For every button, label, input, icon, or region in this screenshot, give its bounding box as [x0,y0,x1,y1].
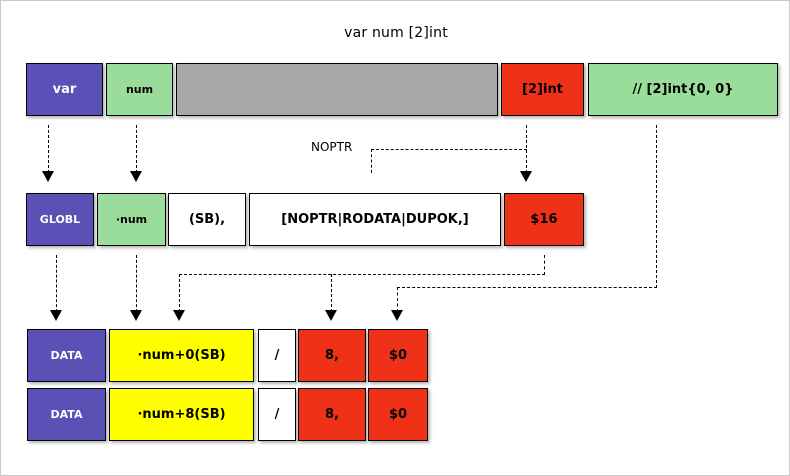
data-row-1-value-box: $0 [368,388,428,441]
globl-size-label: $16 [530,212,558,227]
arrowhead-symbol-to-data-symbol [130,310,142,321]
decl-name-label: num [125,83,154,96]
decl-type-box: [2]int [501,63,584,116]
connector-comment-horizontal [397,287,657,288]
decl-comment-label: // [2]int{0, 0} [632,82,734,97]
data-row-1-symbol-label: ·num+8(SB) [137,407,226,422]
data-row-0-value-box: $0 [368,329,428,382]
data-row-0-slash-label: / [274,348,280,363]
data-row-1-value-label: $0 [388,407,408,422]
connector-size-drop [544,255,545,275]
data-row-1-slash-label: / [274,407,280,422]
data-row-1-directive-box: DATA [27,388,106,441]
globl-symbol-box: ·num [97,193,166,246]
data-row-0-directive-box: DATA [27,329,106,382]
decl-blank-box [176,63,498,116]
arrowhead-size-to-width [325,310,337,321]
connector-symbol-to-data-symbol [136,255,137,312]
globl-flags-box: [NOPTR|RODATA|DUPOK,] [249,193,501,246]
connector-noptr-horizontal [371,149,527,150]
globl-flags-label: [NOPTR|RODATA|DUPOK,] [281,212,469,227]
globl-base-box: (SB), [168,193,246,246]
data-row-1-width-box: 8, [298,388,366,441]
data-row-1-directive-label: DATA [50,408,83,421]
data-row-1-symbol-box: ·num+8(SB) [109,388,254,441]
connector-name-to-symbol [136,125,137,173]
decl-name-box: num [106,63,173,116]
arrowhead-globl-to-data [50,310,62,321]
decl-keyword-label: var [52,82,77,97]
data-row-0-slash-box: / [258,329,296,382]
data-row-0-width-box: 8, [298,329,366,382]
globl-symbol-label: ·num [115,213,148,226]
noptr-annotation-label: NOPTR [311,140,353,154]
decl-comment-box: // [2]int{0, 0} [588,63,778,116]
connector-noptr-left-stub [371,149,372,173]
connector-size-to-slash [179,274,180,312]
arrowhead-name-to-symbol [130,171,142,182]
diagram-title: var num [2]int [344,25,448,41]
connector-comment-to-value [397,287,398,312]
data-row-0-value-label: $0 [388,348,408,363]
arrowhead-type-to-size [520,171,532,182]
connector-size-to-width [331,274,332,312]
arrowhead-var-to-globl [42,171,54,182]
globl-size-box: $16 [504,193,584,246]
globl-directive-box: GLOBL [26,193,94,246]
data-row-0-directive-label: DATA [50,349,83,362]
connector-var-to-globl [48,125,49,173]
arrowhead-comment-to-value [391,310,403,321]
data-row-1-slash-box: / [258,388,296,441]
decl-keyword-box: var [26,63,103,116]
data-row-0-width-label: 8, [325,348,339,363]
connector-comment-drop [656,125,657,288]
data-row-1-width-label: 8, [325,407,339,422]
connector-size-horizontal [179,274,545,275]
data-row-0-symbol-box: ·num+0(SB) [109,329,254,382]
connector-globl-to-data [56,255,57,312]
globl-directive-label: GLOBL [39,213,81,226]
globl-base-label: (SB), [188,212,226,227]
arrowhead-size-to-slash [173,310,185,321]
data-row-0-symbol-label: ·num+0(SB) [137,348,226,363]
decl-type-label: [2]int [522,82,563,97]
